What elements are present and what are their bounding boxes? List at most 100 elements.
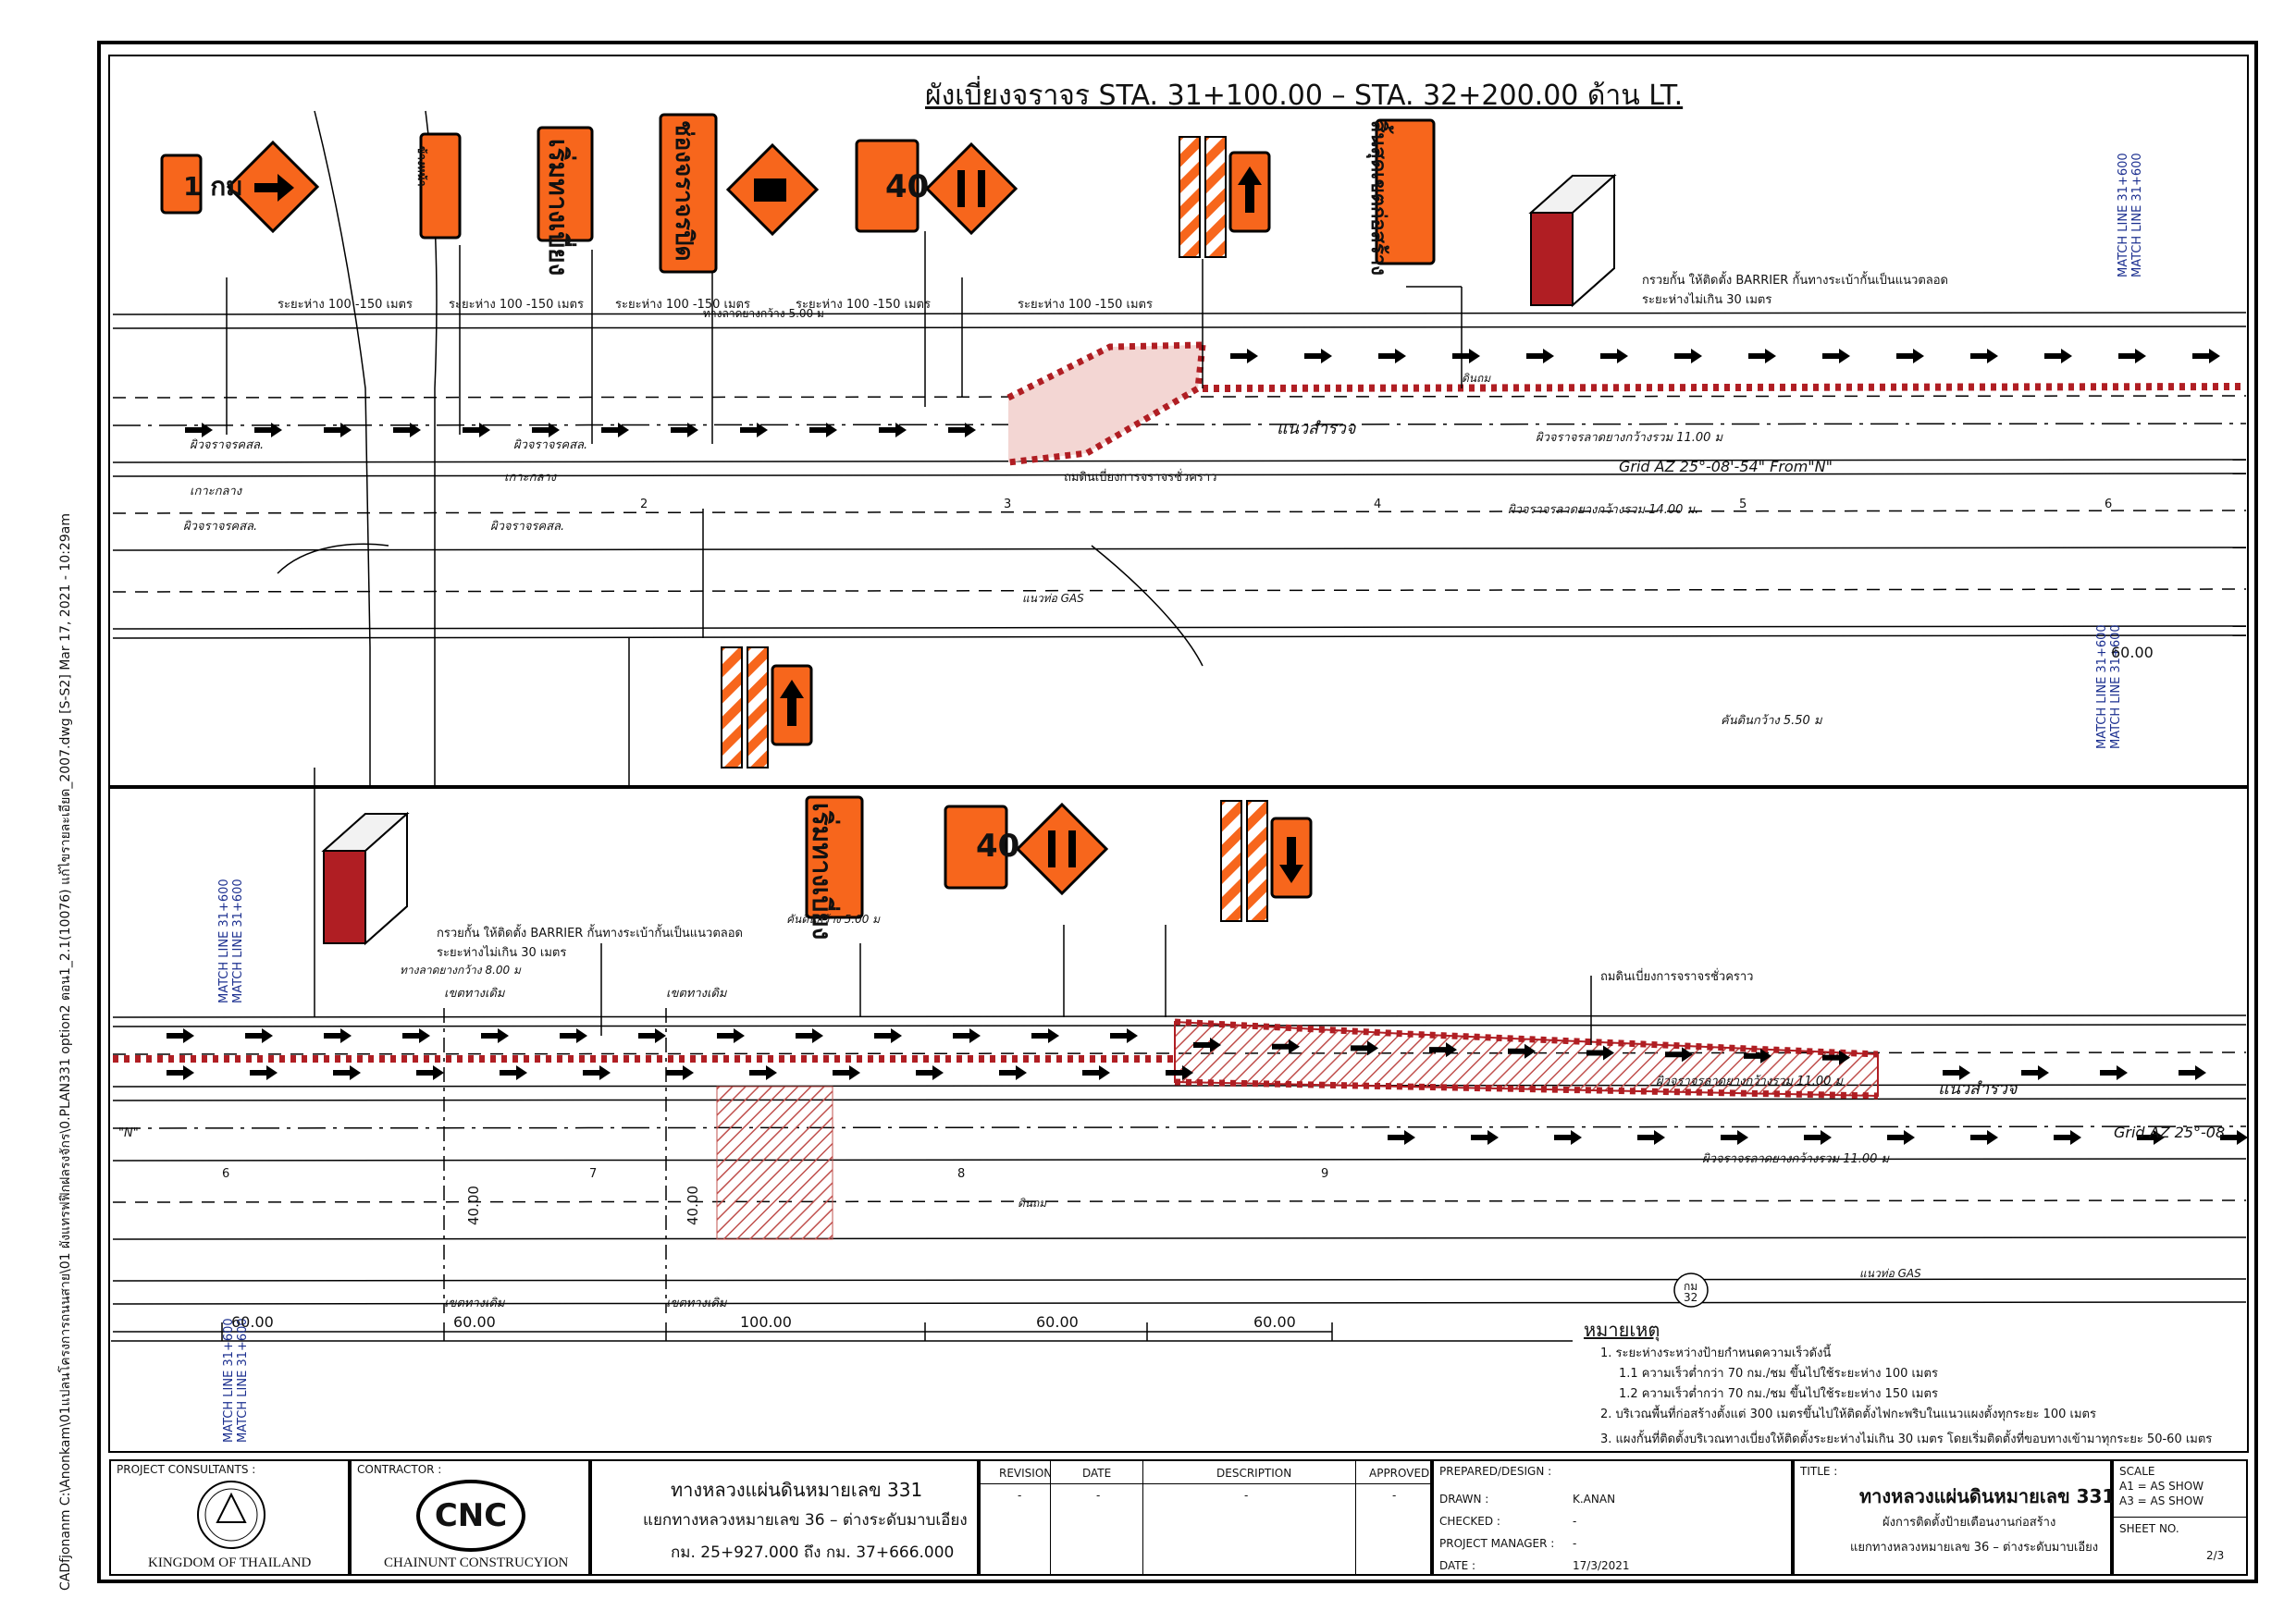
station-number: 3: [1004, 498, 1012, 511]
dim-60-label: 60.00: [2111, 644, 2154, 661]
traffic-arrow: [1637, 1130, 1665, 1145]
contractor-name: CHAINUNT CONSTRUCYION: [384, 1555, 569, 1570]
contractor-cell: CONTRACTOR : CNC CHAINUNT CONSTRUCYION: [350, 1459, 590, 1576]
traffic-arrow: [749, 1065, 777, 1080]
traffic-arrow: [1526, 349, 1554, 363]
traffic-arrow: [1378, 349, 1406, 363]
traffic-arrow: [1110, 1028, 1138, 1043]
right-arrow-icon: [254, 174, 294, 202]
up-arrow-icon: [1238, 166, 1262, 213]
traffic-arrow: [1748, 349, 1776, 363]
pm-label: PROJECT MANAGER :: [1439, 1537, 1555, 1550]
note-item: 2. บริเวณพื้นที่ก่อสร้างตั้งแต่ 300 เมตร…: [1600, 1408, 2096, 1421]
note-item: 3. แผงกั้นที่ติดตั้งบริเวณทางเบี่ยงให้ติ…: [1600, 1432, 2213, 1446]
station-number: 6: [222, 1167, 230, 1181]
traffic-arrow: [2118, 349, 2146, 363]
barricade: [1179, 136, 1201, 258]
traffic-arrow: [2054, 1130, 2081, 1145]
traffic-arrow: [666, 1065, 694, 1080]
station-number: 8: [957, 1167, 966, 1181]
rev-value: -: [1096, 1489, 1101, 1502]
sheet-value: 2/3: [2206, 1549, 2225, 1562]
lane-closed-sign-text: ช่องจราจรปิด: [670, 120, 697, 262]
spacing-label: ระยะห่าง 100 -150 เมตร: [615, 298, 750, 312]
lane-closed-sign: [659, 113, 718, 274]
station-number: 7: [589, 1167, 598, 1181]
traffic-arrow: [500, 1065, 527, 1080]
revision-cell: REVISION DATE DESCRIPTION APPROVED - - -…: [979, 1459, 1432, 1576]
project-line1: ทางหลวงแผ่นดินหมายเลข 331: [671, 1479, 923, 1501]
traffic-arrow: [671, 423, 698, 437]
barricade: [747, 646, 769, 768]
bottom-barriers: [113, 1018, 1879, 1100]
km-sign: [160, 154, 203, 215]
surface-width-label: ผิวจราจรลาดยางกว้างรวม 11.00 ม: [1702, 1152, 1890, 1166]
road-width-label: ทางลาดยางกว้าง 8.00 ม: [400, 964, 521, 977]
date-label: DATE :: [1439, 1559, 1476, 1572]
center-line-label: แนวสำรวจ: [1938, 1079, 2018, 1099]
traffic-arrow: [1272, 1039, 1300, 1054]
date-value: 17/3/2021: [1573, 1559, 1630, 1572]
spacing-label: ระยะห่าง 100 -150 เมตร: [278, 298, 413, 312]
traffic-arrow: [1744, 1048, 1771, 1064]
advance-sign: [419, 132, 462, 240]
construction-sign: [805, 795, 864, 919]
concrete-barrier-icon-top: [1528, 173, 1617, 308]
island-label: เกาะกลาง: [190, 485, 242, 498]
bottom-panel-frame: [108, 787, 2249, 1453]
barrier-note: กรวยกั้น ให้ติดตั้ง BARRIER กั้นทางระเบ้…: [437, 927, 743, 960]
traffic-arrow: [1600, 349, 1628, 363]
traffic-arrow: [1554, 1130, 1582, 1145]
traffic-arrow: [333, 1065, 361, 1080]
scale-cell: SCALE A1 = AS SHOW A3 = AS SHOW SHEET NO…: [2112, 1459, 2248, 1576]
dimension-label: 60.00: [1036, 1313, 1079, 1331]
lane-shift-sign: [924, 141, 1018, 236]
traffic-arrow: [1471, 1130, 1499, 1145]
traffic-arrow: [1586, 1045, 1614, 1061]
traffic-arrow: [916, 1065, 944, 1080]
spacing-label: ระยะห่าง 100 -150 เมตร: [796, 298, 931, 312]
lane-line-icon: [957, 170, 965, 207]
lane-shift-sign: [1015, 802, 1109, 896]
traffic-arrow: [1304, 349, 1332, 363]
station-number: 5: [1739, 498, 1747, 511]
project-line2: แยกทางหลวงหมายเลข 36 – ต่างระดับมาบเอียง: [643, 1511, 968, 1530]
traffic-arrow: [1804, 1130, 1832, 1145]
project-cell: ทางหลวงแผ่นดินหมายเลข 331 แยกทางหลวงหมาย…: [590, 1459, 979, 1576]
traffic-arrow: [1943, 1065, 1970, 1080]
existing-row-label: เขตทางเดิม: [666, 1297, 727, 1310]
surface-label: ผิวจราจรคสล.: [190, 438, 265, 452]
shoulder-label: คันดินกว้าง 5.00 ม: [786, 913, 881, 926]
traffic-arrow: [402, 1028, 430, 1043]
surface-label: ผิวจราจรคสล.: [183, 520, 258, 534]
rev-header: APPROVED: [1369, 1467, 1430, 1480]
traffic-arrow: [1193, 1038, 1221, 1052]
dimension-label: 60.00: [453, 1313, 496, 1331]
down-arrow-icon: [1279, 837, 1303, 883]
rev-value: -: [1392, 1489, 1397, 1502]
scale-a1: A1 = AS SHOW: [2119, 1480, 2204, 1493]
existing-row-label: เขตทางเดิม: [666, 987, 727, 1001]
title-line3: แยกทางหลวงหมายเลข 36 – ต่างระดับมาบเอียง: [1850, 1541, 2099, 1555]
traffic-arrow: [324, 1028, 352, 1043]
grid-az-label: Grid AZ 25°-08: [2114, 1124, 2226, 1141]
checked-label: CHECKED :: [1439, 1515, 1500, 1528]
traffic-arrow: [254, 423, 282, 437]
dimension-label: 60.00: [231, 1313, 274, 1331]
traffic-arrow: [2179, 1065, 2206, 1080]
top-panel-frame: [108, 55, 2249, 787]
island-label: เกาะกลาง: [504, 471, 557, 485]
km-marker-number: 32: [1684, 1291, 1698, 1304]
title-cell: TITLE : ทางหลวงแผ่นดินหมายเลข 331 ผังการ…: [1793, 1459, 2115, 1576]
rev-header: DATE: [1082, 1467, 1112, 1480]
km-sign-text: 1 กม: [183, 171, 243, 202]
surface-label: ผิวจราจรคสล.: [490, 520, 565, 534]
note-item: 1. ระยะห่างระหว่างป้ายกำหนดความเร็วดังนี…: [1600, 1346, 1832, 1360]
construction-sign: [537, 126, 594, 242]
traffic-arrow: [1508, 1043, 1536, 1059]
rev-header: DESCRIPTION: [1216, 1467, 1292, 1480]
station-number: 2: [640, 498, 648, 511]
